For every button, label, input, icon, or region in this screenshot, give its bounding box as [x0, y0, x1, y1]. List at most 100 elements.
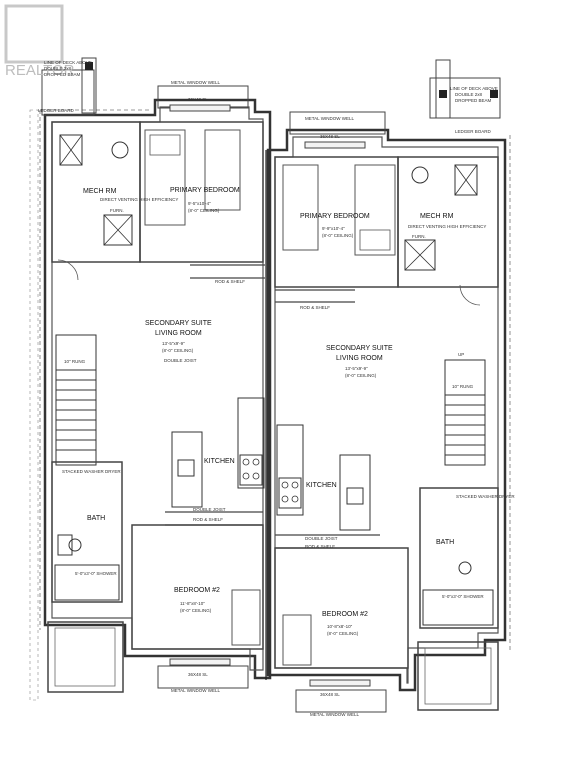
left-living-ceiling: (8'-0" CEILING): [162, 348, 194, 353]
right-toilet: [458, 561, 472, 575]
left-living-dim: 13'-5"x9'-9": [162, 341, 185, 346]
left-bath: [51, 461, 123, 603]
left-top-note-2: DOUBLE 2x8: [44, 66, 72, 71]
right-ledger: LEDGER BOARD: [455, 129, 492, 134]
right-up: UP: [458, 352, 464, 357]
left-shower-label: 5'-0"x3'-0" SHOWER: [75, 571, 117, 576]
left-kitchen-island: [171, 431, 203, 508]
right-primary-bedroom-label: PRIMARY BEDROOM: [300, 213, 370, 220]
left-window-well-bottom-label: METAL WINDOW WELL: [171, 688, 220, 693]
right-exterior-wall: [266, 128, 507, 692]
right-rung: 10" RUNG: [452, 384, 474, 389]
right-direct-venting: DIRECT VENTING HIGH EFFICIENCY: [408, 224, 486, 229]
left-primary-bedroom-ceiling: (8'-0" CEILING): [188, 208, 220, 213]
right-primary-bedroom-ceiling: (8'-0" CEILING): [322, 233, 354, 238]
left-shower: [54, 564, 120, 601]
right-top-note-2: DOUBLE 2x8: [455, 92, 483, 97]
right-living-label-1: SECONDARY SUITE: [326, 345, 393, 352]
right-window-well-bottom-size: 36X48 SL: [320, 692, 340, 697]
right-stair: [444, 359, 486, 466]
left-window-well-top-label: METAL WINDOW WELL: [171, 80, 220, 85]
left-primary-bedroom-label: PRIMARY BEDROOM: [170, 187, 240, 194]
left-top-note-1: LINE OF DECK ABOVE: [44, 60, 92, 65]
left-window-well-bottom-size: 36X48 SL: [188, 672, 208, 677]
right-bottom-block: [417, 641, 499, 711]
left-closet: [204, 129, 241, 211]
right-door-swing: [459, 284, 481, 306]
right-shower-label: 5'-0"x3'-0" SHOWER: [442, 594, 484, 599]
right-mech-room: [397, 156, 499, 288]
left-rung: 10" RUNG: [64, 359, 86, 364]
right-kitchen-label: KITCHEN: [306, 482, 337, 489]
left-bedroom-2: [131, 524, 264, 650]
right-kitchen-island: [339, 454, 371, 531]
left-double-joist-2: DOUBLE JOIST: [193, 507, 226, 512]
left-rod-shelf: ROD & SHELF: [215, 279, 245, 284]
right-unit: [266, 59, 511, 713]
left-water-heater: [59, 134, 83, 166]
right-bedroom2-dim: 10'-8"x8'-10": [327, 624, 353, 629]
watermark-logo: [4, 4, 64, 64]
right-living-label-2: LIVING ROOM: [336, 355, 383, 362]
left-window-top: [169, 104, 231, 112]
left-top-note-3: DROPPED BEAM: [44, 72, 81, 77]
left-porch-block: [41, 69, 95, 116]
right-rod-shelf: ROD & SHELF: [300, 305, 330, 310]
right-bath-label: BATH: [436, 539, 454, 546]
left-dashed-outline: [39, 109, 150, 630]
right-furnace: [404, 239, 436, 271]
left-bedroom2-ceiling: (8'-0" CEILING): [180, 608, 212, 613]
right-kitchen-counter: [276, 424, 304, 516]
right-bed: [354, 164, 396, 256]
left-door-swing: [57, 259, 79, 281]
right-top-note-1: LINE OF DECK ABOVE: [450, 86, 498, 91]
left-primary-bedroom: [139, 121, 264, 263]
right-window-well-top: [289, 111, 386, 135]
left-living-label-2: LIVING ROOM: [155, 330, 202, 337]
right-interior-wall-line: [274, 136, 499, 684]
left-kitchen-counter: [237, 397, 265, 489]
right-bed-2: [282, 614, 312, 666]
right-post-cap: [439, 90, 447, 98]
left-living-label-1: SECONDARY SUITE: [145, 320, 212, 327]
left-window-well-bottom: [157, 665, 249, 689]
right-shower: [422, 589, 494, 626]
right-mech-rm-label: MECH RM: [420, 213, 454, 220]
left-furn: FURN.: [110, 208, 124, 213]
left-post-cap: [85, 62, 93, 70]
right-window-well-top-size: 36X48 SL: [320, 134, 340, 139]
left-primary-bedroom-dim: 9'-5"x10'-4": [188, 201, 211, 206]
left-mech-rm-label: MECH RM: [83, 188, 117, 195]
left-furnace: [103, 214, 133, 246]
right-living-ceiling: (8'-0" CEILING): [345, 373, 377, 378]
left-kitchen-label: KITCHEN: [204, 458, 235, 465]
left-bath-label: BATH: [87, 515, 105, 522]
right-living-dim: 13'-5"x9'-9": [345, 366, 368, 371]
left-bedroom2-dim: 11'-8"x8'-10": [180, 601, 205, 606]
left-bed: [144, 129, 186, 226]
right-window-well-top-label: METAL WINDOW WELL: [305, 116, 354, 121]
right-primary-bedroom-dim: 9'-9"x10'-4": [322, 226, 345, 231]
left-rod-shelf-2: ROD & SHELF: [193, 517, 223, 522]
watermark-text: REALTOR: [5, 62, 75, 79]
right-window-well-bottom: [295, 689, 387, 713]
left-unit: [29, 57, 272, 701]
right-bedroom-2: [274, 547, 409, 669]
left-bedroom2-label: BEDROOM #2: [174, 587, 220, 594]
left-exterior-wall: [43, 98, 272, 680]
left-double-joist: DOUBLE JOIST: [164, 358, 197, 363]
right-bedroom2-ceiling: (8'-0" CEILING): [327, 631, 359, 636]
right-primary-bedroom: [274, 156, 399, 288]
right-furn: FURN.: [412, 234, 426, 239]
right-window-well-bottom-label: METAL WINDOW WELL: [310, 712, 359, 717]
right-porch-block: [429, 77, 501, 119]
left-bottom-block: [47, 621, 124, 693]
left-window-well-top-size: 36X48 SL: [188, 97, 208, 102]
right-rod-shelf-2: ROD & SHELF: [305, 544, 335, 549]
right-top-note-3: DROPPED BEAM: [455, 98, 492, 103]
right-bath: [419, 487, 499, 629]
left-ledger: LEDGER BOARD: [38, 108, 75, 113]
left-direct-venting: DIRECT VENTING HIGH EFFICIENCY: [100, 197, 178, 202]
right-bedroom2-label: BEDROOM #2: [322, 611, 368, 618]
